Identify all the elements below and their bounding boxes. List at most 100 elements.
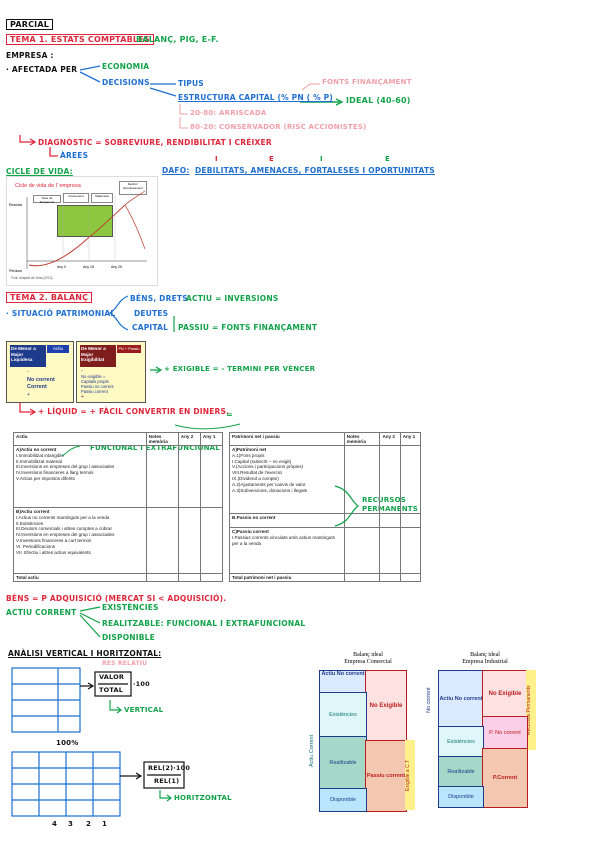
actiu-h3: Any 1 <box>199 432 224 446</box>
conservador-label: 80-20: CONSERVADOR (RISC ACCIONISTES) <box>190 123 367 131</box>
industrial-diagram: No corrent Actiu No corrent No Exigible … <box>426 670 538 808</box>
industrial-no-corrent: No corrent <box>426 687 432 713</box>
tema2-title: TEMA 2. BALANÇ <box>6 292 93 303</box>
lifecycle-year-1: Any 0 <box>57 265 66 269</box>
parcial-label: PARCIAL <box>6 19 54 30</box>
total-label: TOTAL <box>99 686 124 694</box>
lifecycle-year-2: Any 15 <box>83 265 94 269</box>
dafo-mark-4: E <box>385 155 390 163</box>
passiu-total: Total patrimoni net i passiu <box>229 573 345 582</box>
lifecycle-stage-2: Creixement <box>63 193 89 203</box>
analisi-faded: RES RELATIU <box>102 660 148 667</box>
economia-label: ECONOMIA <box>102 62 150 71</box>
card-passiu-line4: Passiu corrent <box>81 389 108 394</box>
col-1: 1 <box>102 820 108 828</box>
dafo-mark-1: I <box>215 155 218 163</box>
comercial-existencies: Existències <box>319 692 367 738</box>
industrial-realitzable: Realitzable <box>438 756 484 788</box>
actiu-a-4: IV.Inversions financeres a llarg termini <box>16 470 94 476</box>
dafo-text: DEBILITATS, AMENACES, FORTALESES I OPORT… <box>195 166 435 175</box>
tema1-title: TEMA 1. ESTATS COMPTABLES <box>6 34 154 45</box>
lifecycle-curve <box>26 190 147 269</box>
card-passiu-line2: Capitals propis <box>81 379 109 384</box>
passiu-eq-label: PASSIU = FONTS FINANÇAMENT <box>178 323 318 332</box>
actiu-b-6: VI. Periodificacions <box>16 543 56 549</box>
dafo-label: DAFO: <box>162 166 190 175</box>
existencies-label: EXISTÈNCIES <box>102 603 159 612</box>
dafo-mark-3: I <box>320 155 323 163</box>
actiu-b-0: B)Actiu corrent <box>16 509 50 514</box>
actiu-b-2: II.Existències <box>16 520 44 526</box>
card-actiu-plus: + <box>27 392 30 398</box>
passiu-c-1: I.Passius corrents vinculats amb actius … <box>232 534 335 546</box>
card-actiu: De Menor a Major Liquidesa Actiu - No co… <box>6 341 74 403</box>
pct-label: 100% <box>56 739 79 747</box>
comercial-actiu-corrent: Actiu Corrent <box>309 734 315 768</box>
decisions-label: DECISIONS <box>102 78 150 87</box>
passiu-a-2: I.Capital (subscrit – no exigit) <box>232 458 292 464</box>
vertical-label: VERTICAL <box>124 706 164 714</box>
actiu-b-7: VII. Efectiu i altres actius equivalents <box>16 549 91 555</box>
actiu-eq-label: ACTIU = INVERSIONS <box>186 294 279 303</box>
card-actiu-minus: - <box>27 369 29 375</box>
industrial-title: Balanç ideal Empresa Industrial <box>440 652 530 666</box>
liquid-label: + LÍQUID = + FÀCIL CONVERTIR EN DINERS. <box>38 407 230 416</box>
comercial-title: Balanç ideal Empresa Comercial <box>328 652 408 666</box>
arees-label: ÀREES <box>60 151 89 160</box>
disponible-label: DISPONIBLE <box>102 633 155 642</box>
lifecycle-title: Cicle de vida de l' empresa <box>15 183 81 189</box>
passiu-a-3: V.(Accions i participacions pròpies) <box>232 464 304 470</box>
arriscada-label: 20-80: ARRISCADA <box>190 109 267 117</box>
industrial-no-exigible: No Exigible <box>482 670 528 718</box>
passiu-c-0: C)Passiu corrent <box>232 529 269 534</box>
diagnostic-label: DIAGNÒSTIC = SOBREVIURE, RENDIBILITAT I … <box>38 138 272 147</box>
bens-adq-label: BÉNS = P ADQUISICIÓ (MERCAT SI < ADQUISI… <box>6 594 227 603</box>
realitzable-label: REALITZABLE: FUNCIONAL I EXTRAFUNCIONAL <box>102 619 306 628</box>
balance-table-actiu: Actiu Notes memòria Any 2 Any 1 A)Actiu … <box>13 432 224 582</box>
col-2: 2 <box>86 820 92 828</box>
card-actiu-line1: No corrent <box>27 377 55 383</box>
industrial-disponible: Disponible <box>438 786 484 808</box>
horitzontal-label: HORITZONTAL <box>174 794 232 802</box>
fonts-label: FONTS FINANÇAMENT <box>322 78 412 86</box>
actiu-a-0: A)Actiu no corrent <box>16 447 57 452</box>
actiu-b-1: I.Actius no corrents mantinguts per a la… <box>16 514 110 520</box>
card-passiu-line1: No exigible = <box>81 374 106 379</box>
cicle-label: CICLE DE VIDA: <box>6 167 73 176</box>
card-passiu-head: De Menor a Major Exigibilitat <box>80 345 116 367</box>
comercial-passiu-corrent: Passiu corrent <box>365 740 407 812</box>
eq-sign: = <box>226 410 233 419</box>
actiu-a-3: III.Inversions en empreses del grup i as… <box>16 464 115 470</box>
lifecycle-ylabel: Resultat <box>9 203 22 207</box>
card-actiu-tag: Actiu <box>47 345 69 353</box>
card-passiu: De Menor a Major Exigibilitat PN + Passi… <box>76 341 146 403</box>
actiu-corrent-label: ACTIU CORRENT <box>6 608 77 617</box>
ideal-label: IDEAL (40-60) <box>346 96 411 105</box>
lifecycle-year-3: Any 25 <box>111 265 122 269</box>
rel2-label: REL(2)·100 <box>148 764 191 772</box>
lifecycle-xlabel: Pèrdues <box>9 269 23 273</box>
comercial-disponible: Disponible <box>319 788 367 812</box>
col-3: 3 <box>68 820 74 828</box>
industrial-pcorrent: P.Corrent <box>482 748 528 808</box>
actiu-a-cell: A)Actiu no corrent I.Immobilitzat intang… <box>13 445 147 508</box>
actiu-b-3: III.Deutors comercials i altres comptes … <box>16 526 112 532</box>
comercial-actiu-nc: Actiu No corrent <box>319 670 367 694</box>
col-4: 4 <box>52 820 58 828</box>
passiu-a-0: A)Patrimoni net <box>232 447 267 452</box>
afectada-label: · AFECTADA PER <box>6 65 78 74</box>
card-passiu-minus: - <box>81 368 83 374</box>
analisi-title: ANÀLISI VERTICAL I HORITZONTAL: <box>8 649 162 658</box>
passiu-a-1: A.1)Fons propis <box>232 452 265 458</box>
industrial-title-2: Empresa Industrial <box>462 659 508 665</box>
estructura-label: ESTRUCTURA CAPITAL (% PN ( % P) <box>178 93 333 102</box>
card-passiu-line3: Passiu no corrent <box>81 384 114 389</box>
lifecycle-green-box <box>57 205 113 237</box>
comercial-exigible-cp: Exigible a C.T <box>405 740 415 810</box>
comercial-no-exigible: No Exigible <box>365 670 407 742</box>
tipus-label: TIPUS <box>178 79 204 88</box>
lifecycle-stage-3: Maduresa <box>91 193 113 203</box>
